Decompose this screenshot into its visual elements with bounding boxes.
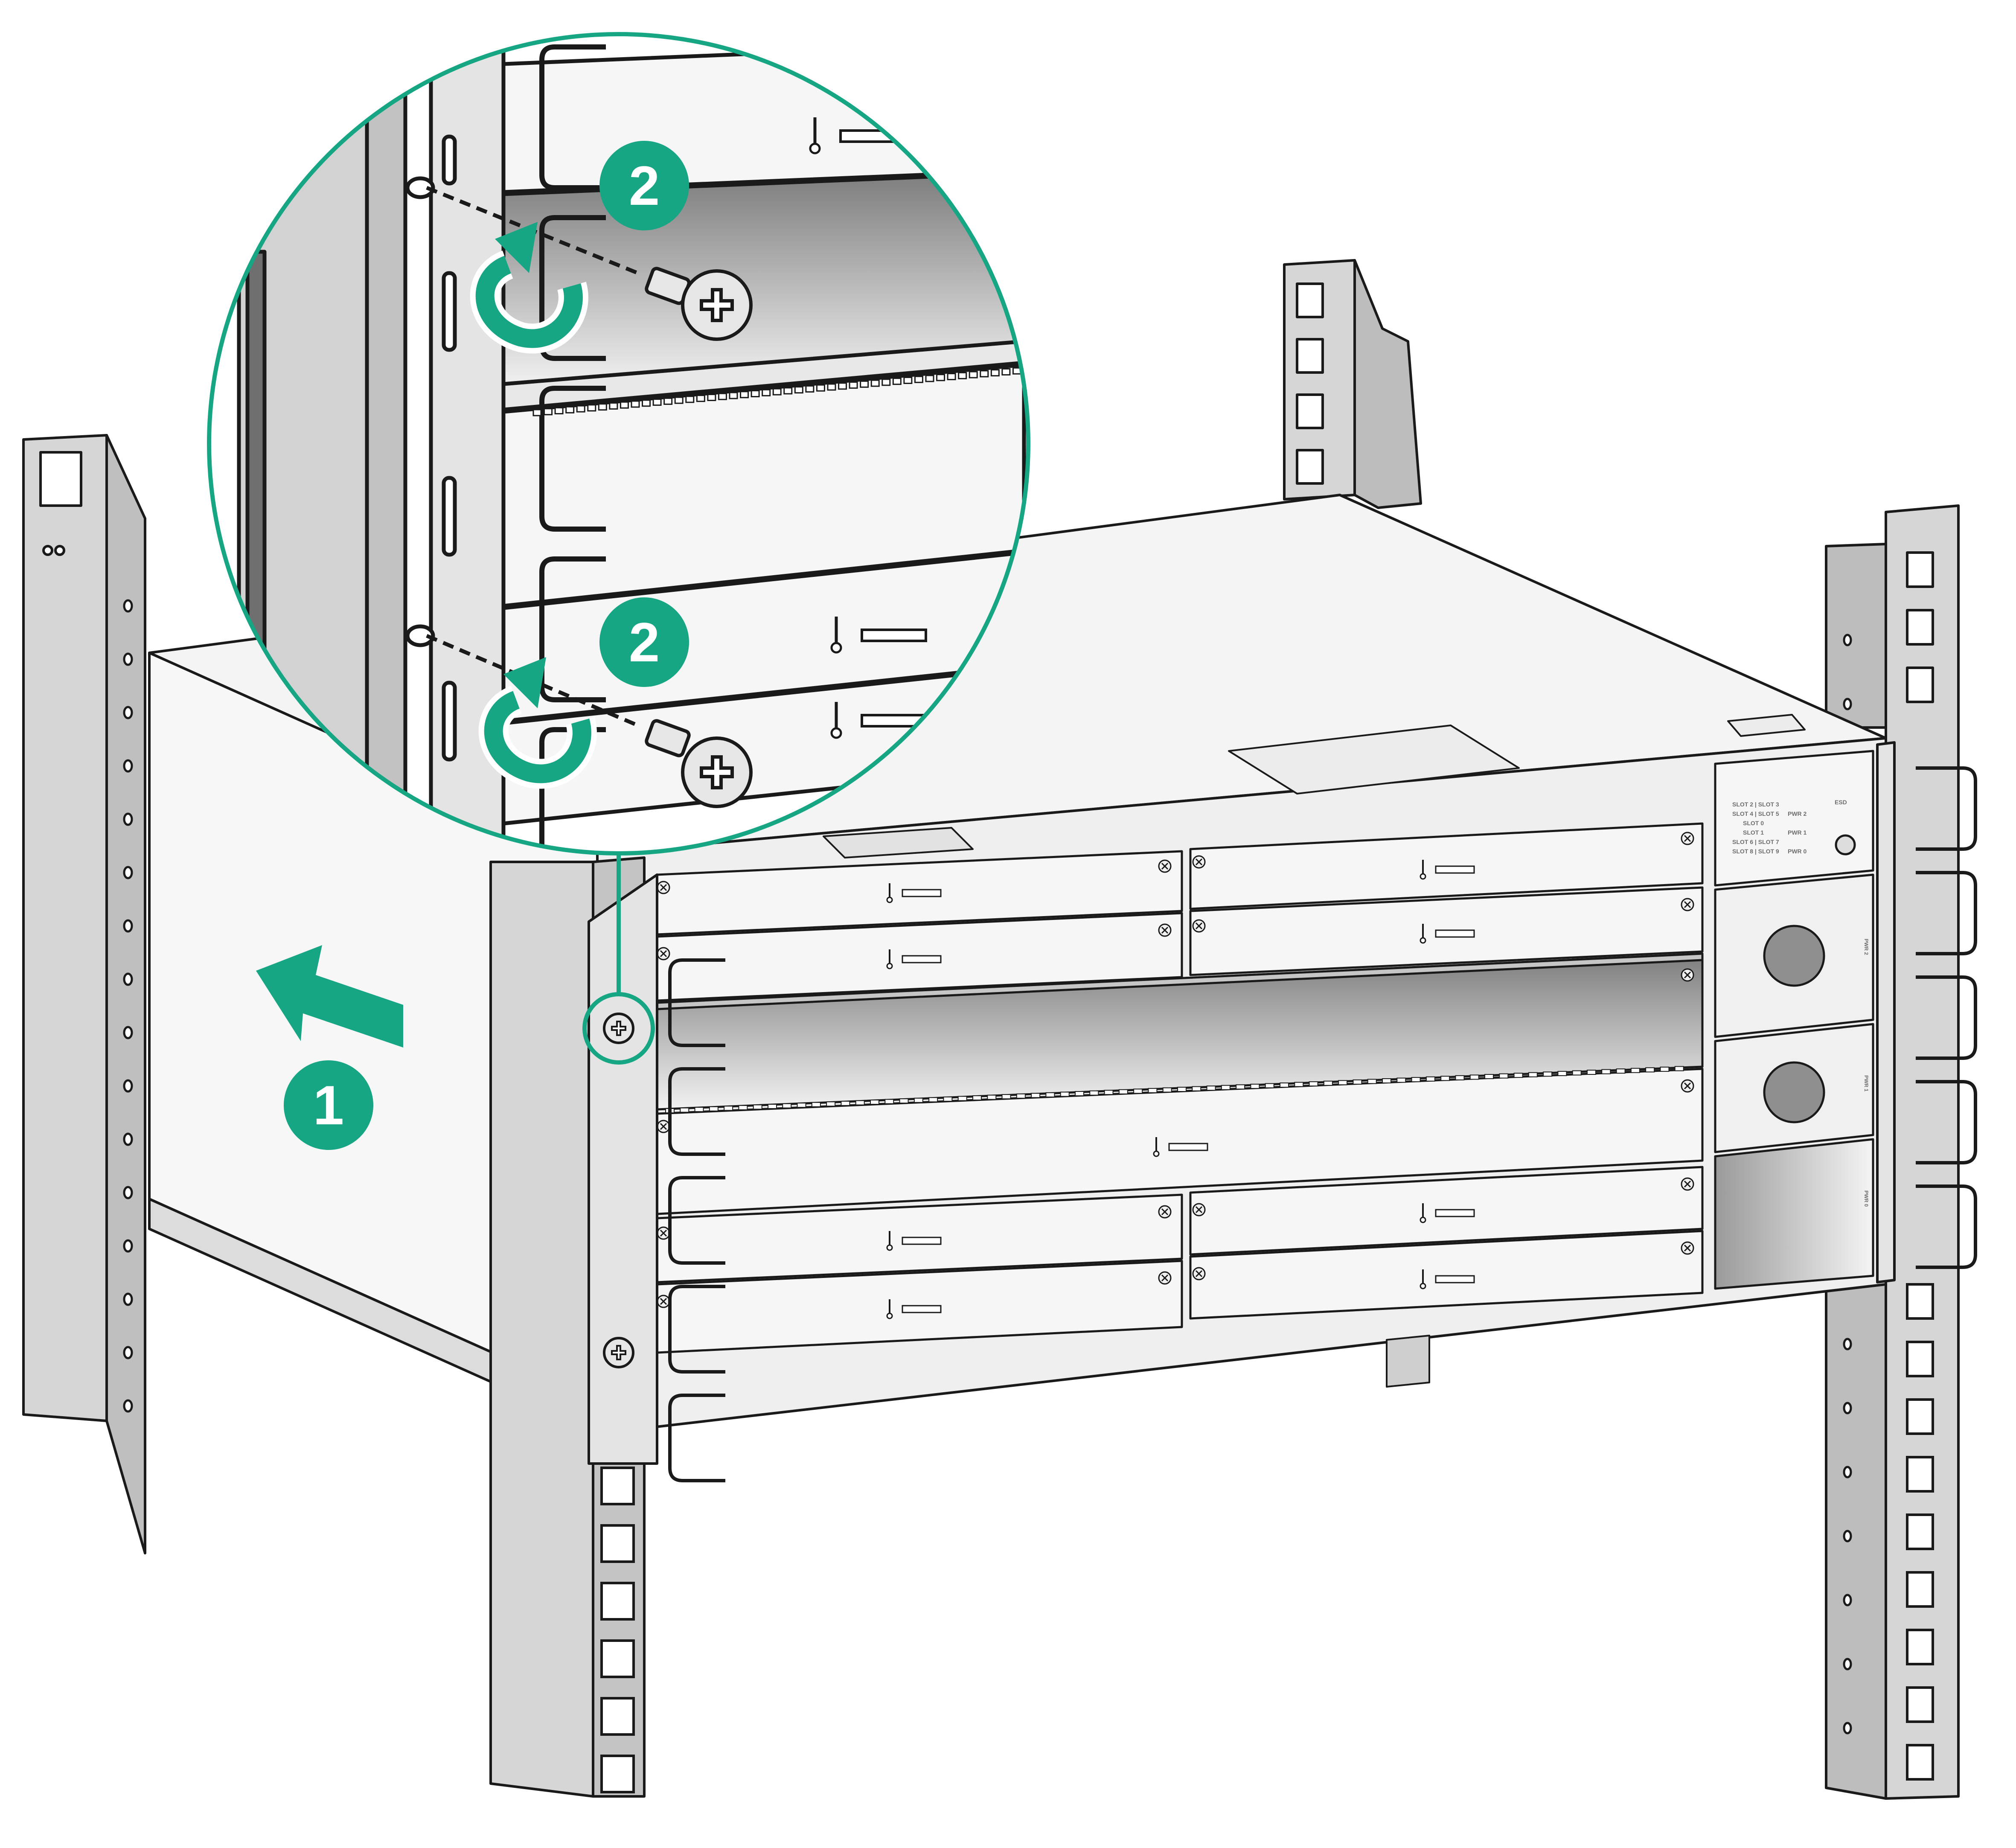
rack-hole xyxy=(123,1292,133,1306)
cable-hook xyxy=(668,1285,725,1374)
rack-hole xyxy=(123,1186,133,1199)
rack-hole xyxy=(1906,1744,1934,1781)
cable-hook xyxy=(539,727,606,853)
step-2-badge-lower: 2 xyxy=(599,597,689,687)
cable-hook xyxy=(668,1176,725,1265)
rack-hole xyxy=(600,1639,635,1678)
cable-hook xyxy=(539,556,606,702)
rack-hole xyxy=(1906,1629,1934,1665)
left-cable-hooks xyxy=(668,958,725,1482)
rack-hole xyxy=(123,1239,133,1253)
rack-hole xyxy=(123,652,133,666)
left-rear-rack-post xyxy=(22,434,146,1554)
rack-hole xyxy=(123,1346,133,1359)
rack-hole xyxy=(1843,634,1852,646)
right-mounting-ear xyxy=(1876,741,1896,1283)
cable-hook xyxy=(539,386,606,532)
rack-hole xyxy=(1843,1530,1852,1542)
rack-hole xyxy=(1906,1456,1934,1493)
rack-hole xyxy=(600,1582,635,1621)
rack-hole xyxy=(1906,1686,1934,1723)
cable-hook xyxy=(1916,871,1977,955)
cable-hook xyxy=(1916,1184,1977,1269)
left-mounting-ear xyxy=(588,873,658,1465)
rack-hole xyxy=(1843,1338,1852,1350)
ear-screw-upper xyxy=(604,1014,633,1043)
svg-text:2: 2 xyxy=(629,611,660,673)
pwr-0-bay xyxy=(1714,1138,1874,1290)
zoom-circle-outline xyxy=(207,32,1030,856)
screw-icon xyxy=(645,719,753,808)
svg-text:PWR 1: PWR 1 xyxy=(1788,829,1807,836)
rack-hole xyxy=(1906,1571,1934,1608)
rack-hole xyxy=(1906,1398,1934,1435)
rack-hole xyxy=(123,812,133,826)
slot-9-card xyxy=(1189,1230,1704,1320)
rack-hole xyxy=(1843,1594,1852,1606)
right-front-rack-post xyxy=(1825,504,1960,1800)
rack-hole xyxy=(1843,1466,1852,1478)
svg-text:SLOT 2 | SLOT 3: SLOT 2 | SLOT 3 xyxy=(1732,801,1779,808)
step-1-badge: 1 xyxy=(284,1060,373,1150)
rack-hole xyxy=(600,1755,635,1793)
cable-hook xyxy=(668,1394,725,1482)
rack-hole xyxy=(600,1467,635,1505)
rack-hole xyxy=(1906,1513,1934,1550)
svg-text:SLOT 1: SLOT 1 xyxy=(1743,829,1764,836)
cable-hook xyxy=(539,44,606,190)
svg-text:2: 2 xyxy=(629,154,660,217)
rack-hole xyxy=(1843,1658,1852,1670)
cable-hook xyxy=(1916,1080,1977,1164)
svg-text:SLOT 4 | SLOT 5: SLOT 4 | SLOT 5 xyxy=(1732,810,1779,817)
rack-hole xyxy=(1906,1341,1934,1377)
rack-hole xyxy=(123,759,133,773)
rack-hole xyxy=(1843,698,1852,710)
rack-hole xyxy=(123,1026,133,1039)
svg-text:PWR 0: PWR 0 xyxy=(1788,848,1807,855)
rack-hole xyxy=(1843,1722,1852,1735)
push-direction-arrow-icon xyxy=(256,945,403,1048)
left-front-post-holes xyxy=(600,1467,635,1793)
right-rear-rack-post xyxy=(1283,259,1422,509)
cable-hook xyxy=(668,1067,725,1156)
left-rear-post-holes xyxy=(123,599,133,1413)
svg-text:PWR 0: PWR 0 xyxy=(1863,1190,1869,1207)
svg-text:PWR 1: PWR 1 xyxy=(1863,1075,1869,1091)
svg-text:SLOT 0: SLOT 0 xyxy=(1743,820,1764,827)
cable-hook xyxy=(539,215,606,361)
cable-hook xyxy=(1916,975,1977,1060)
slot-label-panel xyxy=(1714,750,1874,887)
rack-hole xyxy=(123,1132,133,1146)
rack-hole xyxy=(1843,1402,1852,1414)
rack-hole xyxy=(600,1524,635,1563)
rack-hole xyxy=(1906,1283,1934,1320)
rotate-arrow-icon xyxy=(478,657,597,789)
svg-text:PWR 2: PWR 2 xyxy=(1788,810,1807,817)
ear-screw-lower xyxy=(604,1338,633,1367)
right-cable-hooks xyxy=(1916,766,1977,1269)
svg-text:SLOT 6 | SLOT 7: SLOT 6 | SLOT 7 xyxy=(1732,838,1779,845)
cable-hook xyxy=(668,958,725,1047)
rack-hole xyxy=(123,919,133,933)
rack-hole xyxy=(123,1399,133,1413)
rack-hole xyxy=(123,1079,133,1093)
rack-hole xyxy=(123,599,133,613)
rotate-arrow-icon xyxy=(470,222,588,354)
svg-text:1: 1 xyxy=(313,1074,344,1136)
svg-text:PWR 2: PWR 2 xyxy=(1863,939,1869,955)
rack-hole xyxy=(123,866,133,879)
rack-hole xyxy=(123,972,133,986)
svg-text:ESD: ESD xyxy=(1835,799,1847,806)
cable-hook xyxy=(1916,766,1977,851)
rack-hole xyxy=(123,706,133,719)
card-handles-and-screws xyxy=(657,832,1694,1319)
rack-hole xyxy=(600,1697,635,1736)
svg-text:SLOT 8 | SLOT 9: SLOT 8 | SLOT 9 xyxy=(1732,848,1779,855)
slot-label-table: SLOT 2 | SLOT 3 SLOT 4 | SLOT 5 SLOT 0 S… xyxy=(1732,799,1869,1207)
step-2-badge-upper: 2 xyxy=(599,141,689,230)
screw-icon xyxy=(645,267,753,341)
